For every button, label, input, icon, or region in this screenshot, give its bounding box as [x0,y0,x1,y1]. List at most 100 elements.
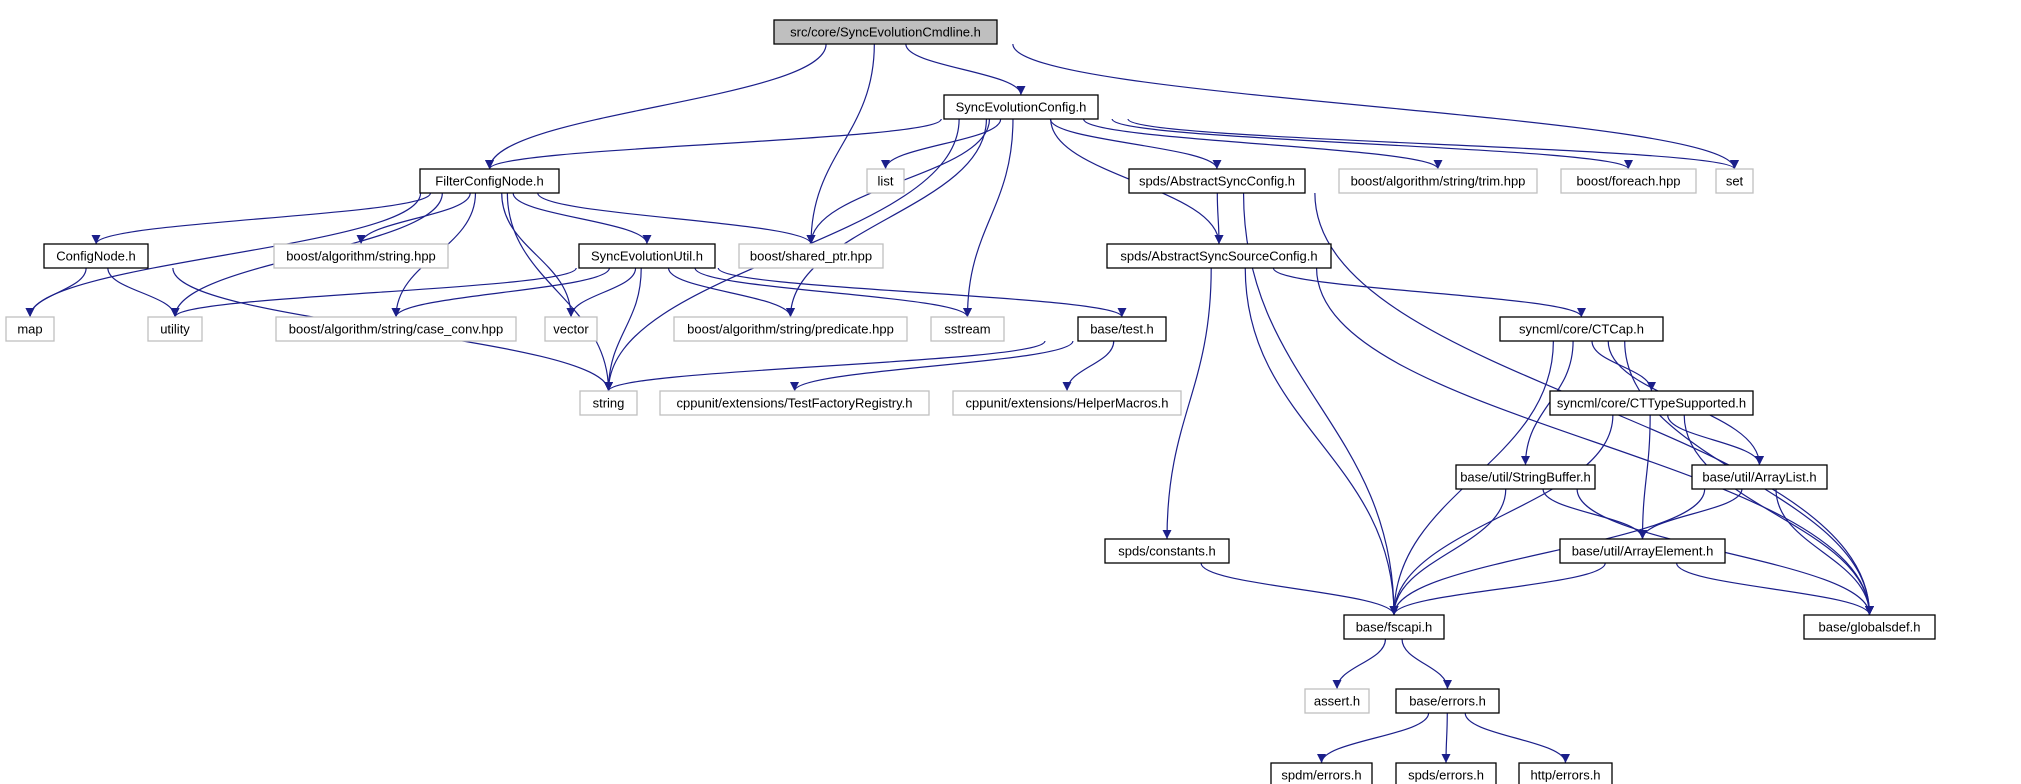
node-spdm-errors-h[interactable]: spdm/errors.h [1270,762,1373,784]
node-spds-errors-h[interactable]: spds/errors.h [1395,762,1497,784]
node-box [1338,168,1538,194]
node-label: spds/constants.h [1118,544,1216,559]
file-nodes: src/core/SyncEvolutionCmdline.hSyncEvolu… [5,19,1936,784]
node-list: list [866,168,905,194]
node-syncml-core-cttypesupported-h[interactable]: syncml/core/CTTypeSupported.h [1549,390,1754,416]
edge-strbuf-to-arrayelem [1542,488,1647,540]
edge-abssource-to-ctcap [1272,267,1586,318]
node-label: base/globalsdef.h [1819,620,1921,635]
node-base-util-arrayelement-h[interactable]: base/util/ArrayElement.h [1559,538,1726,564]
edge-arrayelem-to-globalsdef [1675,562,1874,616]
node-label: vector [553,322,589,337]
node-label: boost/algorithm/string/trim.hpp [1351,174,1526,189]
edge-config-to-abssync [1049,118,1222,170]
node-spds-constants-h[interactable]: spds/constants.h [1104,538,1230,564]
node-label: base/util/StringBuffer.h [1460,470,1591,485]
node-box [419,168,560,194]
edge-ctcap-to-cttype [1591,340,1656,392]
node-base-globalsdef-h[interactable]: base/globalsdef.h [1803,614,1936,640]
node-box [5,316,55,342]
node-label: http/errors.h [1530,768,1600,783]
node-label: SyncEvolutionConfig.h [956,100,1087,115]
node-spds-abstractsyncconfig-h[interactable]: spds/AbstractSyncConfig.h [1128,168,1306,194]
node-base-errors-h[interactable]: base/errors.h [1395,688,1500,714]
node-label: assert.h [1314,694,1360,709]
node-string: string [579,390,638,416]
node-box [275,316,517,342]
node-box [1549,390,1754,416]
node-base-test-h[interactable]: base/test.h [1077,316,1167,342]
node-label: sstream [944,322,990,337]
node-assert-h: assert.h [1304,688,1370,714]
node-sstream: sstream [930,316,1005,342]
node-box [659,390,930,416]
node-syncevolutionconfig-h[interactable]: SyncEvolutionConfig.h [943,94,1099,120]
edge-confignode-to-map [25,267,87,318]
edge-cttype-to-globalsdef [1683,414,1874,616]
node-box [1499,316,1664,342]
node-box [1304,688,1370,714]
node-utility: utility [147,316,203,342]
node-label: spds/AbstractSyncSourceConfig.h [1120,249,1317,264]
node-boost-foreach-hpp: boost/foreach.hpp [1560,168,1697,194]
node-syncml-core-ctcap-h[interactable]: syncml/core/CTCap.h [1499,316,1664,342]
node-box [544,316,598,342]
node-label: spds/AbstractSyncConfig.h [1139,174,1295,189]
edge-filter-to-string [506,192,613,392]
node-set: set [1715,168,1754,194]
node-label: boost/foreach.hpp [1576,174,1680,189]
node-base-util-stringbuffer-h[interactable]: base/util/StringBuffer.h [1455,464,1596,490]
node-label: boost/algorithm/string/case_conv.hpp [289,322,503,337]
node-base-fscapi-h[interactable]: base/fscapi.h [1343,614,1445,640]
edge-util-to-utility [170,267,577,318]
node-label: cppunit/extensions/HelperMacros.h [965,396,1168,411]
edge-config-to-sstream [963,118,1014,318]
node-label: set [1726,174,1744,189]
node-label: FilterConfigNode.h [435,174,543,189]
node-label: boost/shared_ptr.hpp [750,249,872,264]
node-filterconfignode-h[interactable]: FilterConfigNode.h [419,168,560,194]
edge-arraylist-to-globalsdef [1775,488,1874,616]
edge-util-to-vector [566,267,637,318]
edge-util-to-string [604,267,642,392]
node-label: utility [160,322,190,337]
node-base-util-arraylist-h[interactable]: base/util/ArrayList.h [1691,464,1828,490]
node-boost-algorithm-string-hpp: boost/algorithm/string.hpp [273,243,449,269]
edge-config-to-trim [1082,118,1443,170]
edge-filter-to-vector [501,192,576,318]
edge-abssync-to-abssource [1214,192,1224,245]
edge-arraylist-to-arrayelem [1638,488,1743,540]
edge-fscapi-to-errors [1401,638,1452,690]
edge-errors-to-spdmerr [1317,712,1430,764]
node-src-core-syncevolutioncmdline-h[interactable]: src/core/SyncEvolutionCmdline.h [773,19,998,45]
node-label: base/util/ArrayElement.h [1572,544,1714,559]
node-label: src/core/SyncEvolutionCmdline.h [790,25,981,40]
edge-arraylist-to-fscapi [1389,488,1706,616]
node-label: syncml/core/CTTypeSupported.h [1557,396,1746,411]
edge-abssource-to-constants [1162,267,1212,540]
node-cppunit-extensions-testfactoryregistry-h: cppunit/extensions/TestFactoryRegistry.h [659,390,930,416]
edge-util-to-basetest [717,267,1127,318]
edge-root-to-config [905,43,1026,96]
node-box [930,316,1005,342]
node-label: base/test.h [1090,322,1154,337]
node-http-errors-h[interactable]: http/errors.h [1518,762,1613,784]
edge-util-to-caseconv [391,267,610,318]
node-boost-algorithm-string-case-conv-hpp: boost/algorithm/string/case_conv.hpp [275,316,517,342]
node-spds-abstractsyncsourceconfig-h[interactable]: spds/AbstractSyncSourceConfig.h [1106,243,1332,269]
node-syncevolutionutil-h[interactable]: SyncEvolutionUtil.h [578,243,716,269]
node-box [673,316,908,342]
node-box [773,19,998,45]
edge-basetest-to-testfactory [790,340,1074,392]
edge-filter-to-sharedptr [537,192,816,245]
edge-errors-to-httperr [1464,712,1570,764]
edge-cttype-to-fscapi [1389,414,1614,616]
node-box [1715,168,1754,194]
edge-arrayelem-to-fscapi [1389,562,1606,616]
node-confignode-h[interactable]: ConfigNode.h [43,243,149,269]
edge-util-to-predicate [667,267,795,318]
edge-abssource-to-globalsdef [1315,267,1874,616]
node-box [1270,762,1373,784]
node-label: map [17,322,42,337]
